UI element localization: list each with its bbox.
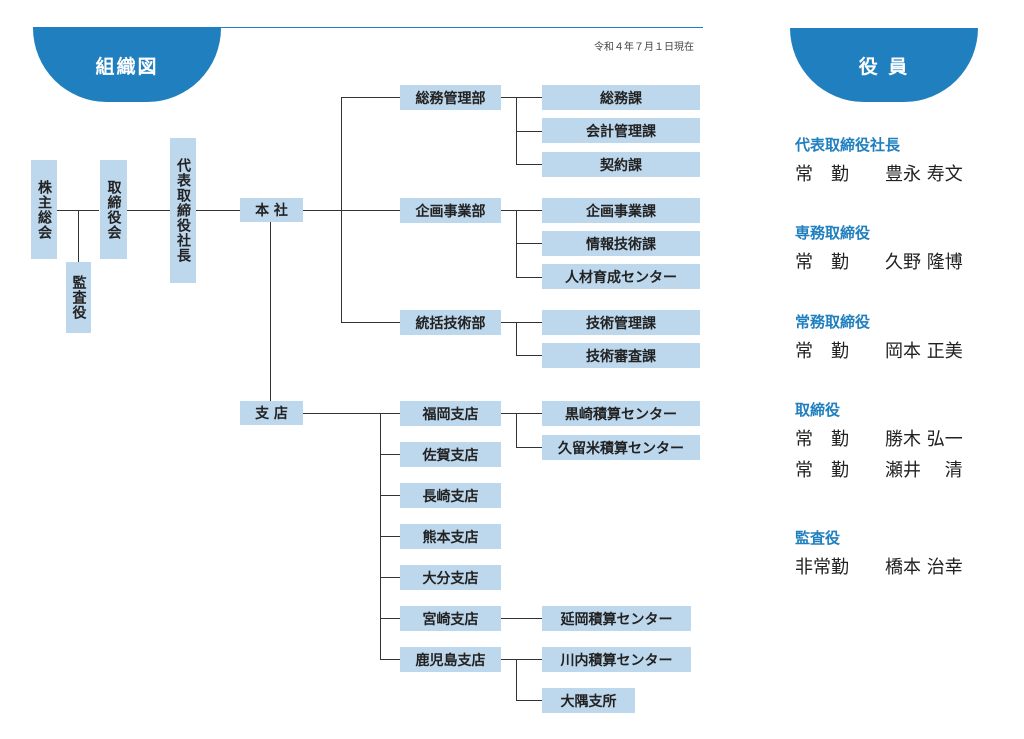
- sub-office-box: 黒崎積算センター: [542, 401, 700, 426]
- section-box: 契約課: [542, 152, 700, 177]
- head-office-box: 本 社: [240, 198, 303, 222]
- connector: [501, 210, 542, 211]
- officer-title: 代表取締役社長: [795, 136, 901, 154]
- branch-office: 佐賀支店: [400, 442, 501, 467]
- board-of-directors-box: 取締役会: [100, 160, 127, 259]
- connector: [341, 97, 342, 323]
- connector: [341, 97, 400, 98]
- auditor-box: 監査役: [66, 262, 91, 333]
- connector: [380, 536, 400, 537]
- org-chart-header: 組織図: [33, 28, 221, 102]
- officer-entry: 常 勤 久野 隆博: [795, 252, 963, 273]
- sub-office-box: 大隅支所: [542, 688, 635, 713]
- section-box: 会計管理課: [542, 118, 700, 143]
- connector: [501, 97, 542, 98]
- dept-technical: 統括技術部: [400, 310, 501, 335]
- connector: [303, 210, 400, 211]
- officer-title: 常務取締役: [795, 313, 871, 331]
- connector: [516, 97, 517, 164]
- connector: [303, 413, 400, 414]
- section-box: 情報技術課: [542, 231, 700, 256]
- connector: [516, 447, 542, 448]
- officer-entry: 常 勤 瀬井 清: [795, 460, 963, 481]
- section-box: 総務課: [542, 85, 700, 110]
- officer-entry: 常 勤 豊永 寿文: [795, 164, 963, 185]
- connector: [127, 210, 170, 211]
- officer-entry: 常 勤 岡本 正美: [795, 341, 963, 362]
- officers-header: 役 員: [790, 28, 978, 102]
- connector: [516, 659, 517, 700]
- sub-office-box: 久留米積算センター: [542, 435, 700, 460]
- connector: [270, 222, 271, 403]
- connector: [516, 164, 542, 165]
- officer-title: 取締役: [795, 401, 841, 419]
- connector: [380, 577, 400, 578]
- dept-general-affairs: 総務管理部: [400, 85, 501, 110]
- shareholders-meeting-box: 株主総会: [31, 160, 57, 259]
- branch-office: 福岡支店: [400, 401, 501, 426]
- section-box: 企画事業課: [542, 198, 700, 223]
- as-of-date: 令和４年７月１日現在: [594, 42, 694, 53]
- sub-office-box: 川内積算センター: [542, 647, 691, 672]
- section-box: 人材育成センター: [542, 264, 700, 289]
- connector: [196, 210, 240, 211]
- connector: [380, 659, 400, 660]
- branch-box: 支 店: [240, 401, 303, 425]
- connector: [516, 243, 542, 244]
- connector: [380, 495, 400, 496]
- header-rule: [33, 27, 703, 28]
- connector: [501, 659, 542, 660]
- connector: [516, 413, 517, 448]
- connector: [516, 322, 517, 355]
- connector: [341, 322, 400, 323]
- connector: [516, 277, 542, 278]
- connector: [516, 131, 542, 132]
- connector: [516, 355, 542, 356]
- connector: [380, 454, 400, 455]
- connector: [501, 322, 542, 323]
- officer-title: 専務取締役: [795, 224, 871, 242]
- branch-office: 熊本支店: [400, 524, 501, 549]
- connector: [516, 700, 542, 701]
- officer-entry: 非常勤 橋本 治幸: [795, 557, 963, 578]
- sub-office-box: 延岡積算センター: [542, 606, 691, 631]
- connector: [501, 618, 542, 619]
- dept-planning: 企画事業部: [400, 198, 501, 223]
- connector: [380, 618, 400, 619]
- officer-entry: 常 勤 勝木 弘一: [795, 429, 963, 450]
- branch-office: 鹿児島支店: [400, 647, 501, 672]
- connector: [501, 413, 542, 414]
- section-box: 技術審査課: [542, 343, 700, 368]
- section-box: 技術管理課: [542, 310, 700, 335]
- president-box: 代表取締役社長: [170, 138, 196, 283]
- connector: [78, 210, 79, 262]
- branch-office: 長崎支店: [400, 483, 501, 508]
- branch-office: 大分支店: [400, 565, 501, 590]
- officer-title: 監査役: [795, 529, 841, 547]
- branch-office: 宮崎支店: [400, 606, 501, 631]
